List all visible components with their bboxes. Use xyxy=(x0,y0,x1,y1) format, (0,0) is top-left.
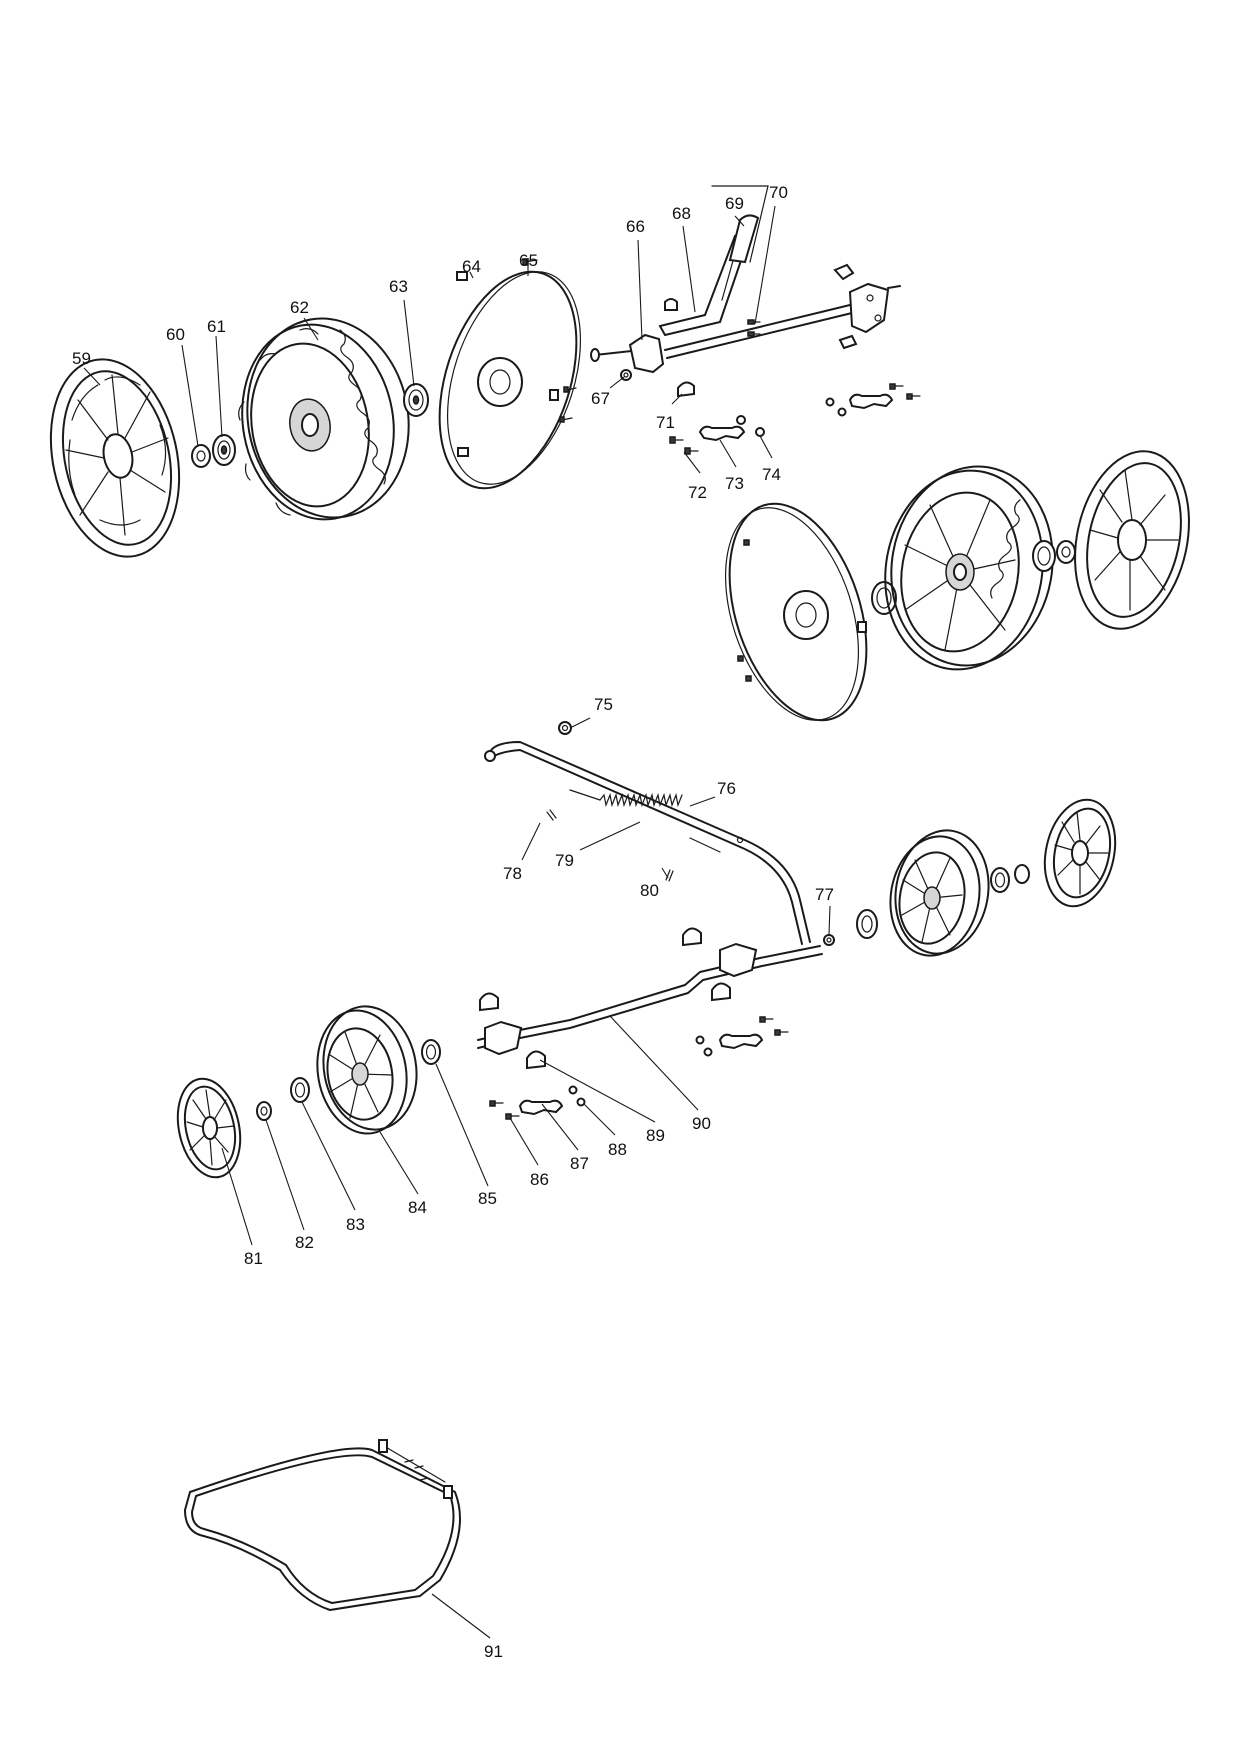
label-59: 59 xyxy=(72,349,91,368)
hub-cap-81 xyxy=(176,1077,242,1179)
label-79: 79 xyxy=(555,851,574,870)
part-labels: 59 60 61 62 63 64 65 66 67 68 69 70 71 7… xyxy=(72,183,834,1661)
bracket-73 xyxy=(698,425,746,442)
nuts-88 xyxy=(568,1085,586,1107)
front-right-bearing xyxy=(856,909,878,939)
label-61: 61 xyxy=(207,317,226,336)
crank-axle-90 xyxy=(477,942,823,1056)
handle-grip-69 xyxy=(728,214,760,264)
clips-axle xyxy=(479,927,731,1012)
right-hub-cap xyxy=(1074,450,1190,630)
pin-80 xyxy=(665,869,674,882)
label-76: 76 xyxy=(717,779,736,798)
clamp-left xyxy=(664,298,678,311)
screws-72 xyxy=(669,436,699,455)
wheel-62 xyxy=(238,317,410,521)
leader-lines xyxy=(83,205,831,1639)
hub-cap-59 xyxy=(49,358,181,558)
front-right-wheel xyxy=(889,829,990,957)
nut-60 xyxy=(191,444,211,468)
pin-78 xyxy=(546,809,557,821)
bracket-87 xyxy=(518,1099,564,1116)
right-bracket-middle xyxy=(695,1016,789,1057)
label-65: 65 xyxy=(519,251,538,270)
label-68: 68 xyxy=(672,204,691,223)
nut-75 xyxy=(558,721,572,735)
right-bearing-inner xyxy=(871,581,897,615)
bearing-63 xyxy=(403,383,429,417)
label-67: 67 xyxy=(591,389,610,408)
label-89: 89 xyxy=(646,1126,665,1145)
label-72: 72 xyxy=(688,483,707,502)
label-73: 73 xyxy=(725,474,744,493)
nut-77 xyxy=(823,934,835,946)
label-77: 77 xyxy=(815,885,834,904)
wheel-cover-64 xyxy=(438,270,582,490)
right-nut xyxy=(1056,540,1076,564)
label-74: 74 xyxy=(762,465,781,484)
label-80: 80 xyxy=(640,881,659,900)
label-84: 84 xyxy=(408,1198,427,1217)
label-81: 81 xyxy=(244,1249,263,1268)
clip-89 xyxy=(526,1050,546,1070)
bracket-outline-70 xyxy=(711,185,769,263)
label-75: 75 xyxy=(594,695,613,714)
label-66: 66 xyxy=(626,217,645,236)
label-83: 83 xyxy=(346,1215,365,1234)
wheel-84 xyxy=(316,1005,418,1135)
screws-86 xyxy=(489,1100,520,1120)
bearing-83 xyxy=(290,1077,310,1103)
spring-79 xyxy=(569,789,721,853)
label-90: 90 xyxy=(692,1114,711,1133)
right-bracket-top xyxy=(825,383,921,417)
label-87: 87 xyxy=(570,1154,589,1173)
axle-assembly-66 xyxy=(590,263,901,374)
label-63: 63 xyxy=(389,277,408,296)
bag-frame-91 xyxy=(184,1439,461,1611)
bearing-85 xyxy=(421,1039,441,1065)
right-wheel xyxy=(884,465,1054,671)
nut-82 xyxy=(256,1101,272,1121)
label-69: 69 xyxy=(725,194,744,213)
front-right-nut xyxy=(1014,864,1030,884)
label-78: 78 xyxy=(503,864,522,883)
label-91: 91 xyxy=(484,1642,503,1661)
rod-76 xyxy=(484,741,811,945)
label-86: 86 xyxy=(530,1170,549,1189)
label-82: 82 xyxy=(295,1233,314,1252)
right-bearing-outer xyxy=(1032,540,1056,572)
label-70: 70 xyxy=(769,183,788,202)
front-right-bearing-outer xyxy=(990,867,1010,893)
bearing-61 xyxy=(212,434,236,466)
label-71: 71 xyxy=(656,413,675,432)
screws-64-side xyxy=(559,386,577,423)
front-right-hub-cap xyxy=(1043,798,1117,908)
label-88: 88 xyxy=(608,1140,627,1159)
label-64: 64 xyxy=(462,257,481,276)
label-85: 85 xyxy=(478,1189,497,1208)
label-60: 60 xyxy=(166,325,185,344)
label-62: 62 xyxy=(290,298,309,317)
right-wheel-cover xyxy=(724,502,868,722)
clip-71 xyxy=(677,381,695,398)
